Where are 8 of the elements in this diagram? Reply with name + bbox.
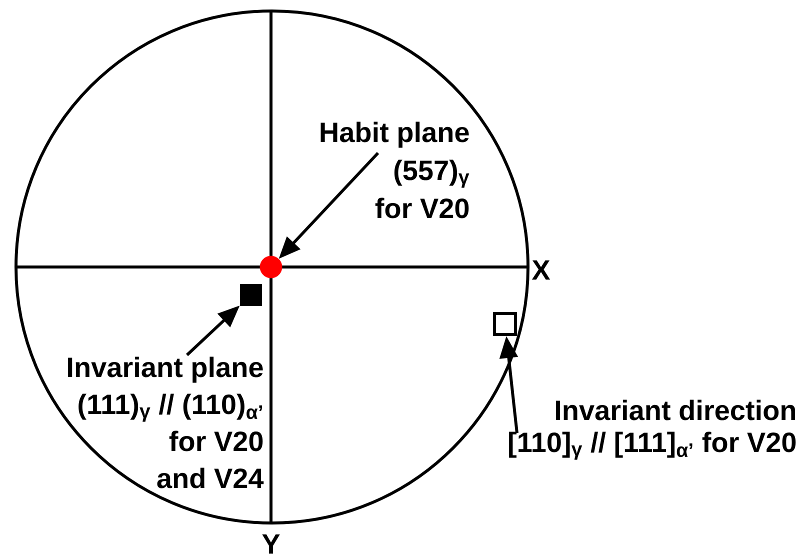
annotation-text: Invariant plane (111)$_{γ}$ // (110)$_{α’}$ for V20 and V24 bbox=[68, 356, 264, 488]
dot-marker bbox=[260, 256, 282, 278]
square-marker bbox=[493, 312, 517, 336]
axis-label: X bbox=[532, 260, 550, 280]
annotation-text: Invariant direction [110]$_{γ}$ // [111]$_{α’}$ for V20 bbox=[509, 400, 796, 460]
axis-label: Y bbox=[262, 534, 280, 554]
square-marker bbox=[240, 284, 262, 306]
annotation-text: Habit plane (557)$_{γ}$ for V20 bbox=[320, 122, 470, 218]
